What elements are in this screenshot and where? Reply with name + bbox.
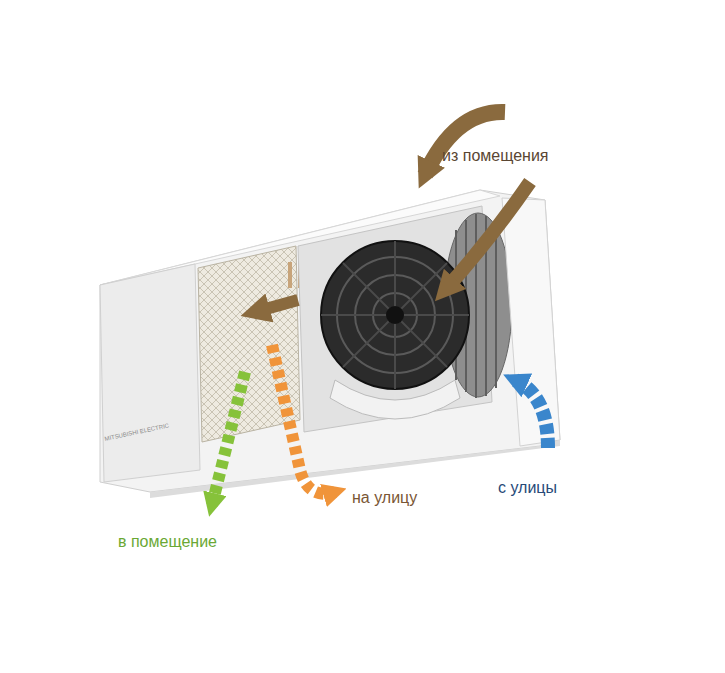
fan-scroll [330, 380, 460, 419]
flow-label: в помещение [118, 532, 217, 551]
airflow-exhaust-in [425, 112, 505, 175]
airflow-internal [255, 300, 298, 312]
airflow-supply [212, 372, 245, 505]
fan [321, 241, 469, 389]
side-panel [502, 198, 560, 446]
flow-label: на улицу [352, 488, 417, 507]
flow-label: с улицы [498, 478, 557, 497]
flow-label: из помещения [442, 146, 549, 165]
grille-slot [288, 262, 292, 288]
airflow-exhaust-in [445, 182, 530, 290]
airflow-fresh-in [515, 380, 548, 448]
fan-spokes [321, 241, 469, 389]
fan-hub [386, 306, 404, 324]
front-panel [100, 264, 200, 482]
airflow-exhaust-out [272, 345, 335, 494]
